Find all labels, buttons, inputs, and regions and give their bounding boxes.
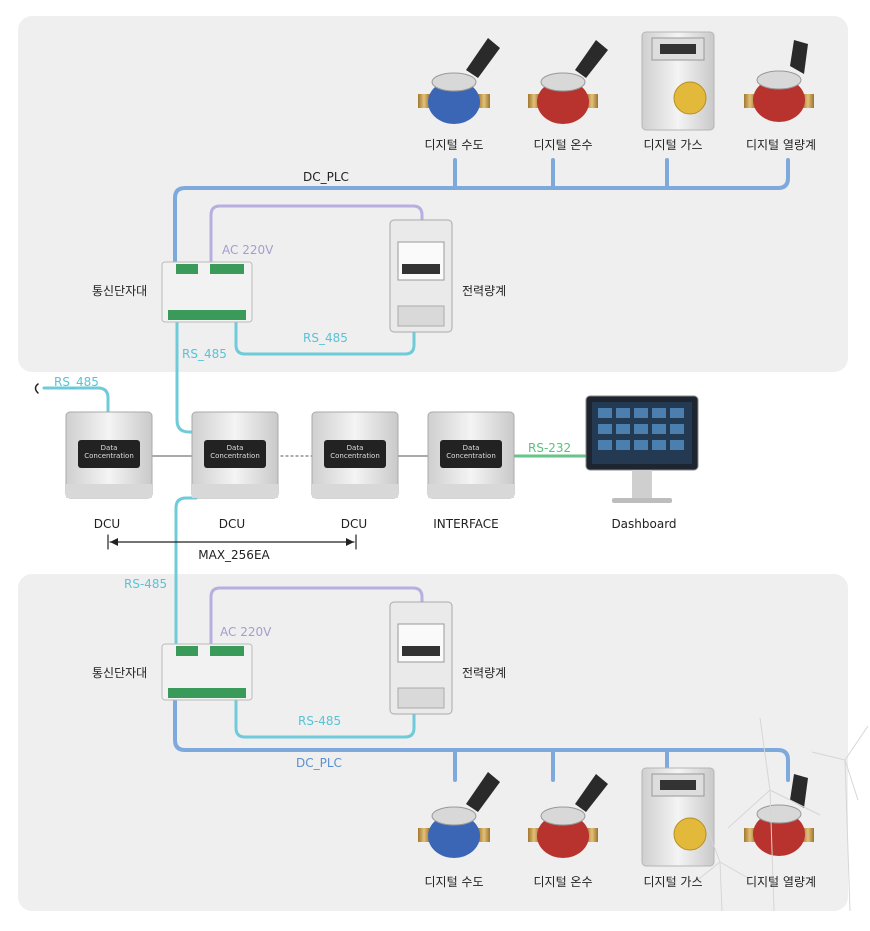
top-meter-label-hotwater: 디지털 온수	[533, 138, 593, 152]
bottom-water-meter-icon	[418, 772, 500, 858]
top-meter-label-water: 디지털 수도	[424, 138, 484, 152]
top-water-meter-icon	[418, 38, 500, 124]
top-power-meter-label: 전력량계	[462, 284, 507, 298]
range-arrow-left	[110, 538, 118, 546]
top-gas-meter-icon	[641, 31, 715, 131]
max-range-label: MAX_256EA	[198, 548, 270, 562]
dashboard-label: Dashboard	[611, 517, 677, 531]
dcu-unit-1-icon	[65, 411, 153, 499]
dashboard-monitor-icon	[585, 395, 699, 503]
dcu-1-screen-text: Data Concentration	[84, 444, 134, 460]
wind-turbine-illustration	[694, 717, 869, 912]
top-rs485-wire	[234, 320, 416, 356]
interface-unit-icon	[427, 411, 515, 499]
input-rs485-label: RS_485	[54, 375, 99, 389]
top-ac220-wire	[209, 204, 424, 267]
bottom-heat-meter-icon	[744, 774, 814, 856]
bottom-dc-plc-bus	[173, 696, 790, 782]
top-terminal-block-icon	[161, 261, 253, 323]
top-uplink-rs485	[175, 320, 198, 434]
bottom-terminal-block-icon	[161, 643, 253, 701]
interface-label: INTERFACE	[433, 517, 499, 531]
top-ac220-label: AC 220V	[222, 243, 274, 257]
top-meter-label-gas: 디지털 가스	[643, 138, 703, 152]
top-meter-label-heat: 디지털 열량계	[745, 138, 817, 152]
bottom-bus-label: DC_PLC	[296, 756, 342, 770]
bottom-meter-label-water: 디지털 수도	[424, 875, 484, 889]
top-rs485-label: RS_485	[303, 331, 348, 345]
bottom-hotwater-meter-icon	[528, 774, 608, 858]
dcu-unit-3-icon	[311, 411, 399, 499]
top-terminal-label: 통신단자대	[92, 284, 148, 298]
bottom-meter-label-hotwater: 디지털 온수	[533, 875, 593, 889]
bottom-terminal-label: 통신단자대	[92, 666, 148, 680]
dcu-label-2: DCU	[218, 517, 246, 531]
bottom-uplink-label: RS-485	[124, 577, 168, 591]
bottom-power-meter-icon	[389, 601, 453, 715]
bottom-rs485-wire	[234, 696, 416, 739]
bottom-meter-label-heat: 디지털 열량계	[745, 875, 817, 889]
bottom-wires	[173, 586, 790, 782]
input-rs485-wire	[34, 383, 39, 394]
top-heat-meter-icon	[744, 40, 814, 122]
dcu-unit-2-icon	[191, 411, 279, 499]
dcu-3-screen-text: Data Concentration	[330, 444, 380, 460]
bottom-uplink-rs485	[174, 496, 198, 648]
top-hotwater-meter-icon	[528, 40, 608, 124]
bottom-rs485-label: RS-485	[298, 714, 342, 728]
bottom-ac220-wire	[209, 586, 424, 650]
top-bus-label: DC_PLC	[303, 170, 349, 184]
bottom-meter-label-gas: 디지털 가스	[643, 875, 703, 889]
input-rs485-line	[42, 386, 110, 414]
dcu-label-3: DCU	[340, 517, 368, 531]
top-wires	[173, 158, 790, 434]
bottom-gas-meter-icon	[641, 767, 715, 867]
bottom-ac220-label: AC 220V	[220, 625, 272, 639]
interface-screen-text: Data Concentration	[446, 444, 496, 460]
range-arrow-right	[346, 538, 354, 546]
dcu-2-screen-text: Data Concentration	[210, 444, 260, 460]
bottom-power-meter-label: 전력량계	[462, 666, 507, 680]
middle-wires	[34, 383, 592, 648]
top-power-meter-icon	[389, 219, 453, 333]
rs232-label: RS-232	[528, 441, 572, 455]
top-uplink-label: RS_485	[182, 347, 227, 361]
dcu-label-1: DCU	[93, 517, 121, 531]
top-dc-plc-bus	[173, 158, 790, 267]
